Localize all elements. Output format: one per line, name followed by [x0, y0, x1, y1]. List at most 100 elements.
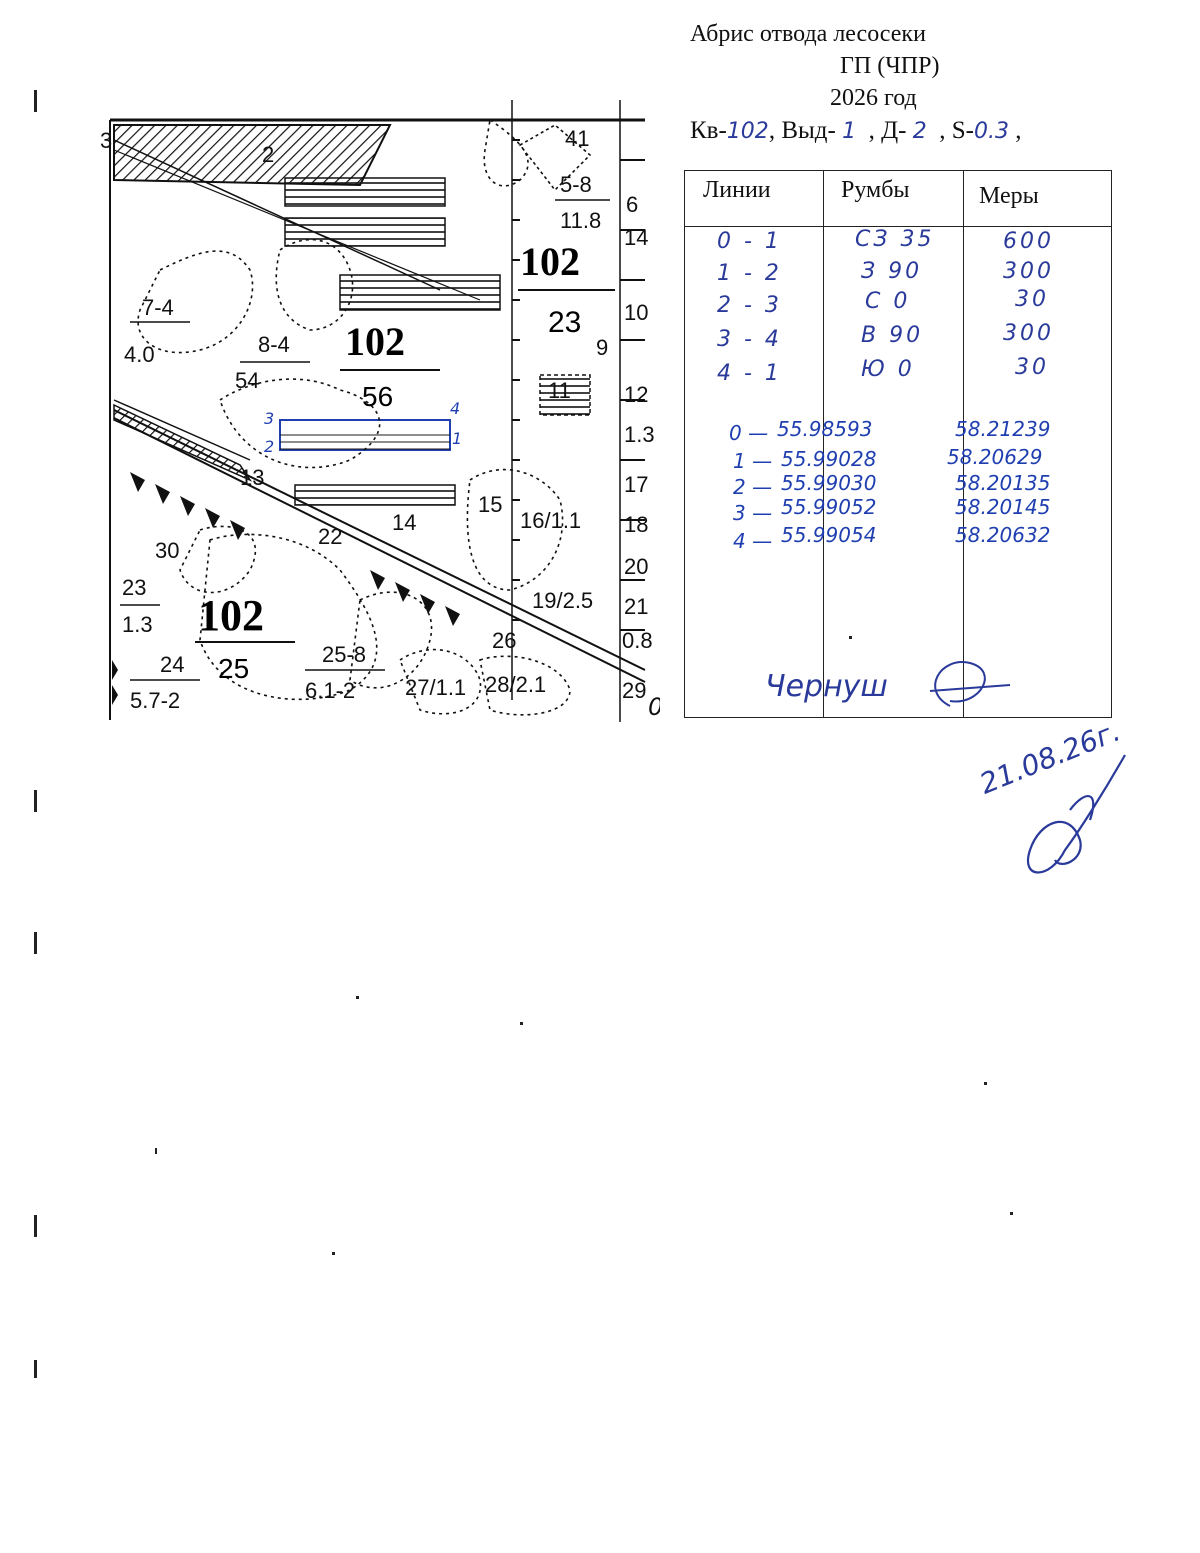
plot-identification: Кв-102, Выд- 1 , Д- 2 , S-0.3 ,: [690, 117, 1022, 144]
scan-mark: [34, 932, 37, 954]
row-measure: 30: [1015, 355, 1049, 380]
plot-label: 27/1.1: [405, 675, 466, 700]
row-line: 2 - 3: [717, 293, 782, 318]
plot-label: 16/1.1: [520, 508, 581, 533]
quarter-sub: 23: [548, 306, 581, 339]
coord-lon: 58.20632: [955, 523, 1051, 547]
scan-mark: [356, 996, 359, 999]
plot-label: 22: [318, 524, 342, 549]
plot-label: 21: [624, 594, 648, 619]
scan-mark: [332, 1252, 335, 1255]
s-label: S-: [951, 117, 974, 144]
plot-label: 24: [160, 652, 184, 677]
plot-label: 4.0: [124, 342, 155, 367]
quarter-number: 102: [520, 239, 580, 284]
scan-mark: [34, 790, 37, 812]
plot-label: 28/2.1: [485, 672, 546, 697]
scan-mark: [34, 1215, 37, 1237]
row-line: 3 - 4: [717, 327, 782, 352]
row-rumb: З 90: [861, 259, 923, 284]
plot-label: 15: [478, 492, 502, 517]
point-label: 0: [648, 693, 660, 721]
plot-label: 5-8: [560, 172, 592, 197]
plot-label: 26: [492, 628, 516, 653]
scan-mark: [155, 1148, 157, 1154]
document-title: Абрис отвода лесосеки: [690, 21, 926, 47]
quarter-number: 102: [198, 591, 264, 640]
coord-lat: 55.99054: [781, 523, 877, 547]
program-label: ГП (ЧПР): [840, 53, 940, 79]
scan-mark: [1010, 1212, 1013, 1215]
map-drawing: 102 23 102 56 102 25 7-4 4.0 8-4 54 5-8 …: [100, 100, 663, 722]
plot-label: 9: [596, 335, 608, 360]
signature-flourish: [929, 661, 1011, 707]
kv-label: Кв-: [690, 117, 727, 144]
header-rumbs: Румбы: [841, 177, 910, 203]
plot-label: 11: [548, 378, 571, 403]
plot-label: 54: [235, 368, 259, 393]
plot-label: 18: [624, 512, 648, 537]
table-divider: [823, 171, 824, 717]
plot-label: 8-4: [258, 332, 290, 357]
plot-label: 6: [626, 192, 638, 217]
coord-lat: 55.99028: [781, 447, 877, 471]
row-rumb: СЗ 35: [855, 227, 935, 252]
point-label: 4: [450, 399, 460, 418]
plot-label: 7-4: [142, 295, 174, 320]
year-label: 2026 год: [830, 85, 917, 111]
plot-label: 14: [392, 510, 416, 535]
signature: Чернуш: [765, 669, 888, 704]
coord-lon: 58.20145: [955, 495, 1051, 519]
plot-label: 12: [624, 382, 648, 407]
plot-label: 1.3: [122, 612, 153, 637]
vyd-value: 1: [842, 119, 857, 144]
row-line: 1 - 2: [717, 261, 782, 286]
row-rumb: Ю 0: [861, 357, 915, 382]
coord-point: 0 —: [729, 421, 769, 445]
coord-lat: 55.99052: [781, 495, 877, 519]
header-measures: Меры: [979, 183, 1039, 209]
row-rumb: С 0: [865, 289, 911, 314]
approval-signature: [1027, 754, 1126, 874]
plot-label: 41: [565, 126, 589, 151]
coord-lon: 58.20629: [947, 445, 1043, 469]
kv-value: 102: [726, 119, 769, 144]
plot-label: 3: [100, 128, 112, 153]
coord-lon: 58.20135: [955, 471, 1051, 495]
plot-label: 14: [624, 225, 648, 250]
row-measure: 600: [1003, 229, 1054, 254]
plot-label: 1.3: [624, 422, 655, 447]
scan-mark: [34, 1360, 37, 1378]
scan-mark: [984, 1082, 987, 1085]
plot-label: 13: [240, 465, 264, 490]
plot-label: 6.1-2: [305, 678, 355, 703]
row-rumb: В 90: [861, 323, 924, 348]
d-label: Д-: [881, 117, 907, 144]
point-label: 3: [264, 409, 274, 428]
quarter-sub: 56: [362, 381, 393, 412]
coord-lon: 58.21239: [955, 417, 1051, 441]
coord-point: 1 —: [733, 449, 773, 473]
s-value: 0.3: [973, 119, 1009, 144]
plot-label: 29: [622, 678, 646, 703]
plot-label: 10: [624, 300, 648, 325]
quarter-number: 102: [345, 319, 405, 364]
plot-label: 17: [624, 472, 648, 497]
coord-lat: 55.99030: [781, 471, 877, 495]
plot-label: 25-8: [322, 642, 366, 667]
row-measure: 30: [1015, 287, 1049, 312]
scan-mark: [34, 90, 37, 112]
scan-mark: [520, 1022, 523, 1025]
plot-label: 5.7-2: [130, 688, 180, 713]
point-label: 1: [452, 429, 462, 448]
coord-point: 2 —: [733, 475, 773, 499]
coord-point: 4 —: [733, 529, 773, 553]
table-header-divider: [685, 226, 1111, 227]
row-measure: 300: [1003, 321, 1054, 346]
table-divider: [963, 171, 964, 717]
scan-mark: [849, 636, 852, 639]
point-label: 2: [264, 437, 274, 456]
plot-label: 23: [122, 575, 146, 600]
survey-table: Линии Румбы Меры 0 - 1 СЗ 35 600 1 - 2 З…: [684, 170, 1112, 718]
plot-label: 19/2.5: [532, 588, 593, 613]
